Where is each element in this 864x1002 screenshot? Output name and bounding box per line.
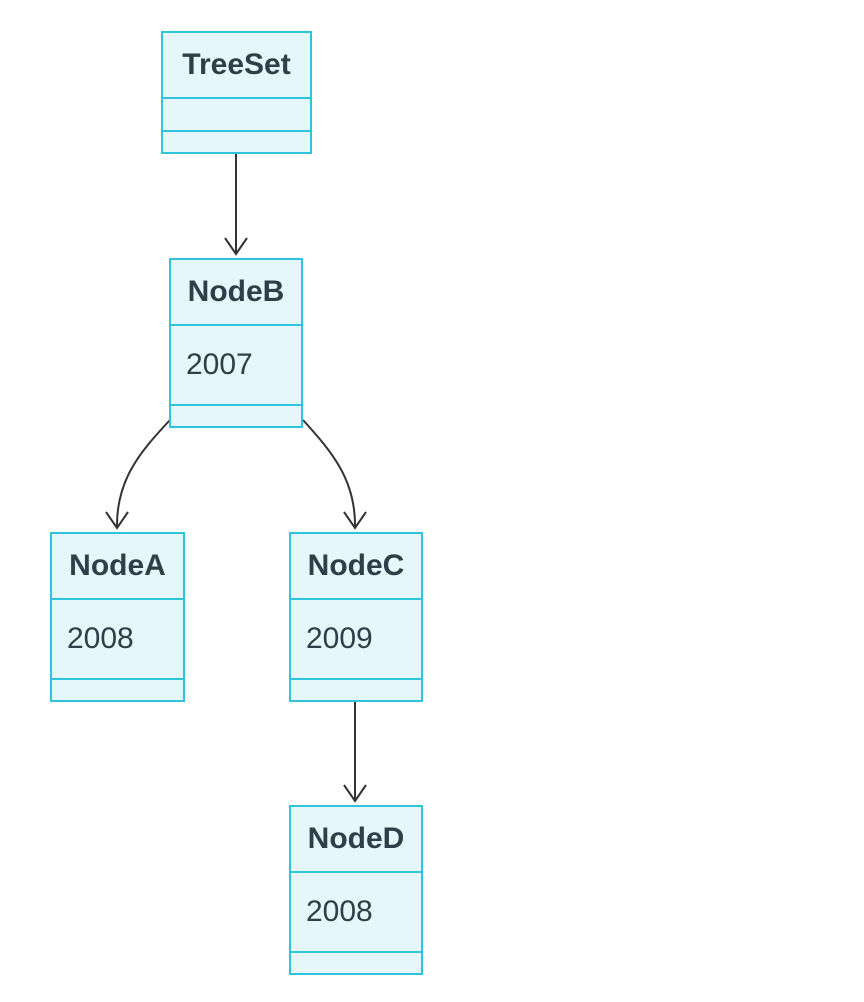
edge-nodeb-nodec xyxy=(302,419,357,529)
node-treeset[interactable]: TreeSet xyxy=(161,31,312,154)
node-nodeb-methods xyxy=(171,406,301,426)
node-nodec-title: NodeC xyxy=(291,534,421,600)
node-nodeb[interactable]: NodeB 2007 xyxy=(169,258,303,428)
node-nodea-value: 2008 xyxy=(52,600,183,680)
arrowhead-treeset-nodeb xyxy=(224,237,248,256)
node-nodec-value: 2009 xyxy=(291,600,421,680)
node-noded-value: 2008 xyxy=(291,873,421,953)
node-nodea-methods xyxy=(52,680,183,700)
arrowhead-nodec-noded xyxy=(343,784,367,803)
node-noded-methods xyxy=(291,953,421,973)
edge-nodeb-nodea xyxy=(115,419,171,529)
node-nodeb-title: NodeB xyxy=(171,260,301,326)
arrowhead-nodeb-nodea xyxy=(105,511,129,530)
node-nodea[interactable]: NodeA 2008 xyxy=(50,532,185,702)
node-nodec-methods xyxy=(291,680,421,700)
node-treeset-methods xyxy=(163,132,310,152)
node-nodeb-value: 2007 xyxy=(171,326,301,406)
node-noded-title: NodeD xyxy=(291,807,421,873)
node-nodea-title: NodeA xyxy=(52,534,183,600)
node-nodec[interactable]: NodeC 2009 xyxy=(289,532,423,702)
node-treeset-attributes xyxy=(163,99,310,132)
node-treeset-title: TreeSet xyxy=(163,33,310,99)
node-noded[interactable]: NodeD 2008 xyxy=(289,805,423,975)
arrowhead-nodeb-nodec xyxy=(343,511,367,530)
